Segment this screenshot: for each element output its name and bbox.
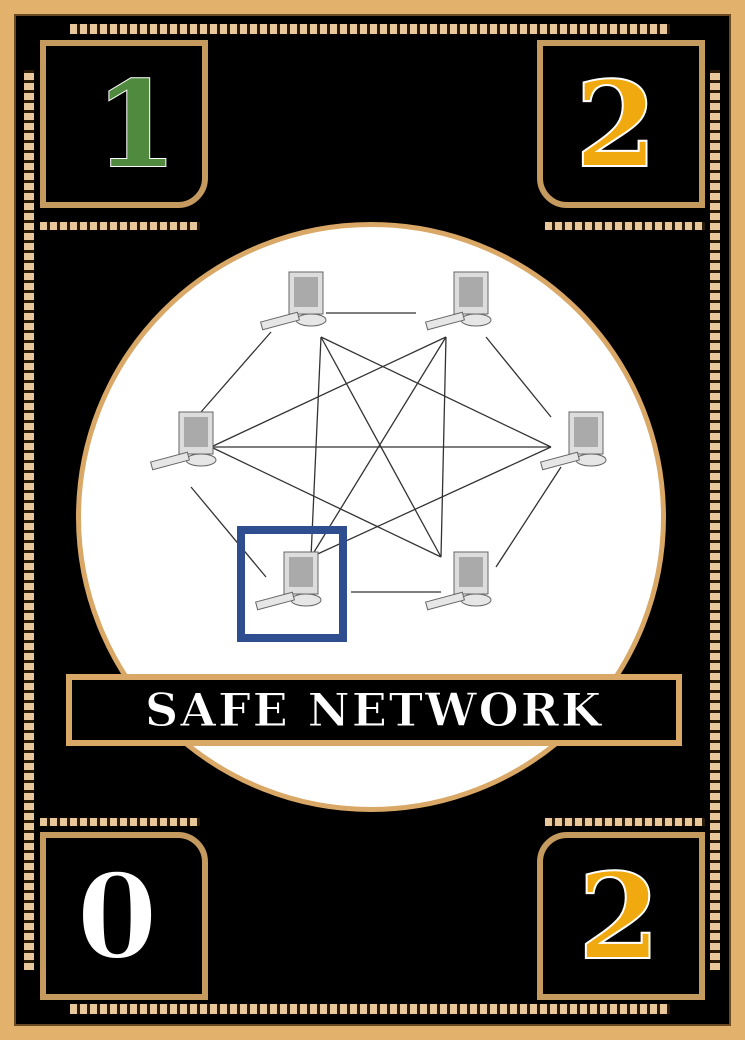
- frame-left-strip: [24, 70, 34, 970]
- frame-mid-bottom-left: [40, 818, 200, 826]
- computer-icon: [254, 551, 322, 611]
- highlighted-computer-box: [237, 526, 347, 642]
- network-diagram: [149, 271, 607, 611]
- frame-mid-top-right: [545, 222, 705, 230]
- corner-number-top-left: 1: [94, 55, 178, 194]
- corner-box-bottom-right: [537, 832, 705, 1000]
- frame-mid-top-left: [40, 222, 200, 230]
- computer-icon: [259, 271, 327, 331]
- frame-mid-bottom-right: [545, 818, 705, 826]
- card-title-bar: SAFE NETWORK: [66, 674, 682, 746]
- frame-top-strip: [70, 24, 670, 34]
- corner-box-top-right: [537, 40, 705, 208]
- corner-number-top-right: 2: [574, 55, 658, 194]
- computer-icon: [424, 271, 492, 331]
- computer-icon: [424, 551, 492, 611]
- frame-right-strip: [710, 70, 720, 970]
- card-title: SAFE NETWORK: [145, 683, 603, 738]
- computer-icon: [539, 411, 607, 471]
- frame-bottom-strip: [70, 1004, 670, 1014]
- corner-number-bottom-left: 0: [74, 847, 159, 986]
- computer-icon: [149, 411, 217, 471]
- corner-box-bottom-left: [40, 832, 208, 1000]
- corner-box-top-left: [40, 40, 208, 208]
- corner-number-bottom-right: 2: [577, 847, 661, 986]
